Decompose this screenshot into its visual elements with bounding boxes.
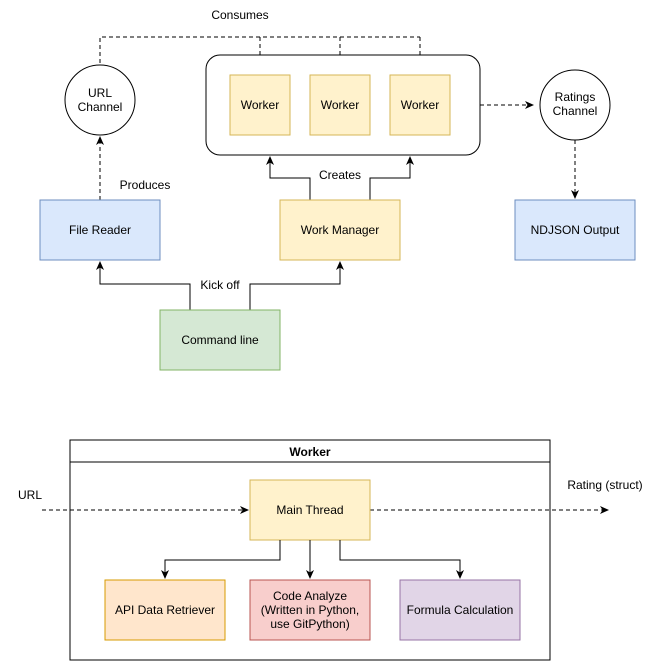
file-reader-node[interactable]: File Reader [39,199,161,261]
worker-node-1[interactable]: Worker [229,74,291,136]
consumes-label: Consumes [211,8,268,22]
produces-label: Produces [120,178,171,192]
api-data-retriever-label: API Data Retriever [115,603,215,617]
ratings-channel-label-line2: Channel [553,104,598,118]
worker-detail-title: Worker [289,445,330,459]
formula-calculation-label: Formula Calculation [407,603,514,617]
url-channel-label-line2: Channel [78,100,123,114]
ratings-channel-label-line1: Ratings [555,90,596,104]
ndjson-output-label: NDJSON Output [531,223,620,237]
worker-label: Worker [241,98,279,112]
ndjson-output-node[interactable]: NDJSON Output [514,199,636,261]
ratings-channel-node[interactable]: Ratings Channel [539,69,611,141]
main-thread-label: Main Thread [276,503,343,517]
worker-node-2[interactable]: Worker [309,74,371,136]
url-channel-node[interactable]: URL Channel [64,64,136,136]
code-analyze-node[interactable]: Code Analyze (Written in Python, use Git… [249,579,371,641]
code-analyze-label-line3: use GitPython) [270,617,349,631]
creates-label: Creates [319,168,361,182]
url-input-label: URL [18,488,42,502]
work-manager-node[interactable]: Work Manager [279,199,401,261]
api-data-retriever-node[interactable]: API Data Retriever [104,579,226,641]
worker-label: Worker [401,98,439,112]
command-line-label: Command line [181,333,259,347]
url-channel-label-line1: URL [88,86,112,100]
creates-connector [266,156,414,200]
formula-calculation-node[interactable]: Formula Calculation [399,579,521,641]
kick-off-label: Kick off [200,278,240,292]
code-analyze-label-line2: (Written in Python, [261,603,359,617]
main-thread-connectors [161,540,464,579]
file-reader-label: File Reader [69,223,131,237]
code-analyze-label-line1: Code Analyze [273,589,347,603]
command-line-node[interactable]: Command line [159,309,281,371]
worker-label: Worker [321,98,359,112]
kick-off-connector [96,261,344,310]
worker-node-3[interactable]: Worker [389,74,451,136]
work-manager-label: Work Manager [301,223,379,237]
main-thread-node[interactable]: Main Thread [249,479,371,541]
rating-output-label: Rating (struct) [567,478,642,492]
